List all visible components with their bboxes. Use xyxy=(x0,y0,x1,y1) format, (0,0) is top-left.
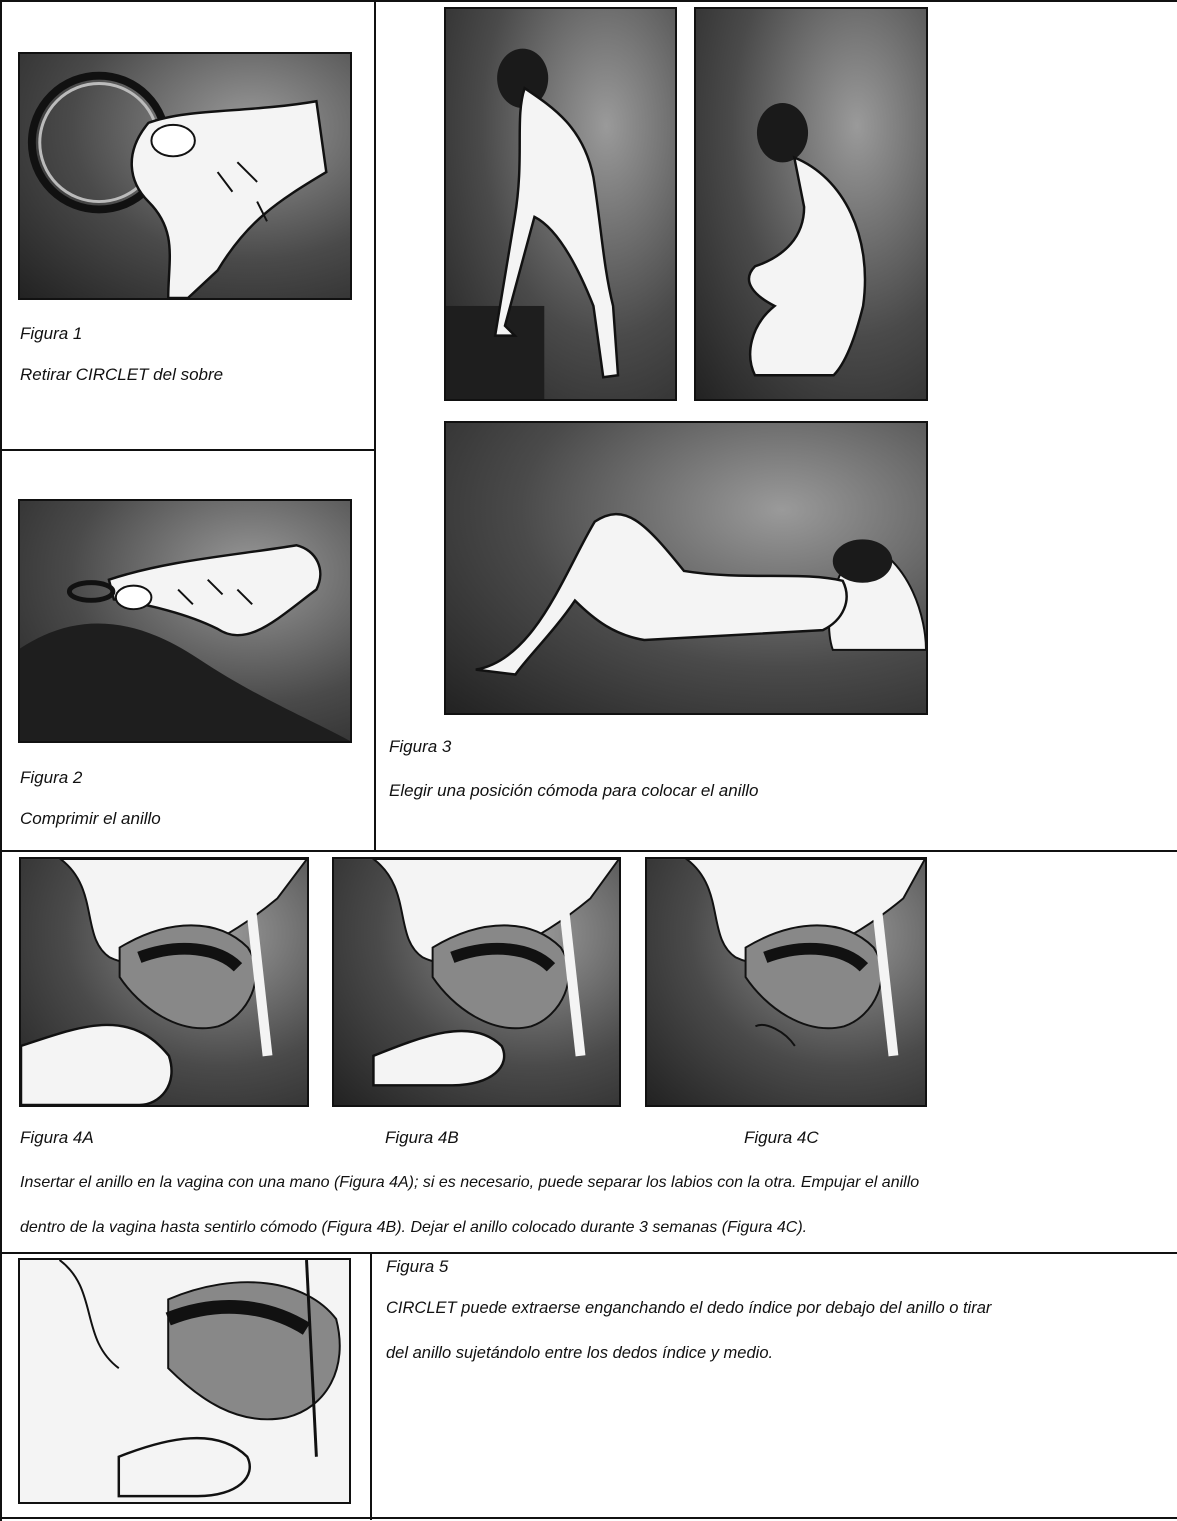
figure3-label: Figura 3 xyxy=(389,736,451,758)
table-divider-col-top xyxy=(374,0,376,852)
figure1-caption: Retirar CIRCLET del sobre xyxy=(20,364,223,386)
figure5-label: Figura 5 xyxy=(386,1256,448,1278)
figure4a-illustration xyxy=(19,857,309,1107)
figure4b-illustration xyxy=(332,857,621,1107)
figure3-illustration-lying xyxy=(444,421,928,715)
figure4b-label: Figura 4B xyxy=(385,1127,459,1149)
figure5-caption-line2: del anillo sujetándolo entre los dedos í… xyxy=(386,1342,773,1364)
table-divider-row-fig1-fig2 xyxy=(0,449,376,451)
figure3-illustration-standing xyxy=(444,7,677,401)
figure3-caption: Elegir una posición cómoda para colocar … xyxy=(389,780,759,802)
table-border-top xyxy=(0,0,1177,2)
figure1-illustration xyxy=(18,52,352,300)
figure2-label: Figura 2 xyxy=(20,767,82,789)
figure3-illustration-squatting xyxy=(694,7,928,401)
figure5-illustration xyxy=(18,1258,351,1504)
figure4-caption-line2: dentro de la vagina hasta sentirlo cómod… xyxy=(20,1217,807,1239)
figure5-caption-line1: CIRCLET puede extraerse enganchando el d… xyxy=(386,1297,991,1319)
figure4a-label: Figura 4A xyxy=(20,1127,94,1149)
figure4c-label: Figura 4C xyxy=(744,1127,819,1149)
figure2-caption: Comprimir el anillo xyxy=(20,808,161,830)
table-divider-row-top xyxy=(0,850,1177,852)
table-divider-col-bottom xyxy=(370,1252,372,1520)
table-divider-row-fig4-fig5 xyxy=(0,1252,1177,1254)
table-border-bottom xyxy=(0,1517,1177,1519)
table-border-left xyxy=(0,0,2,1521)
figure4c-illustration xyxy=(645,857,927,1107)
figure2-illustration xyxy=(18,499,352,743)
figure4-caption-line1: Insertar el anillo en la vagina con una … xyxy=(20,1172,919,1194)
figure1-label: Figura 1 xyxy=(20,323,82,345)
